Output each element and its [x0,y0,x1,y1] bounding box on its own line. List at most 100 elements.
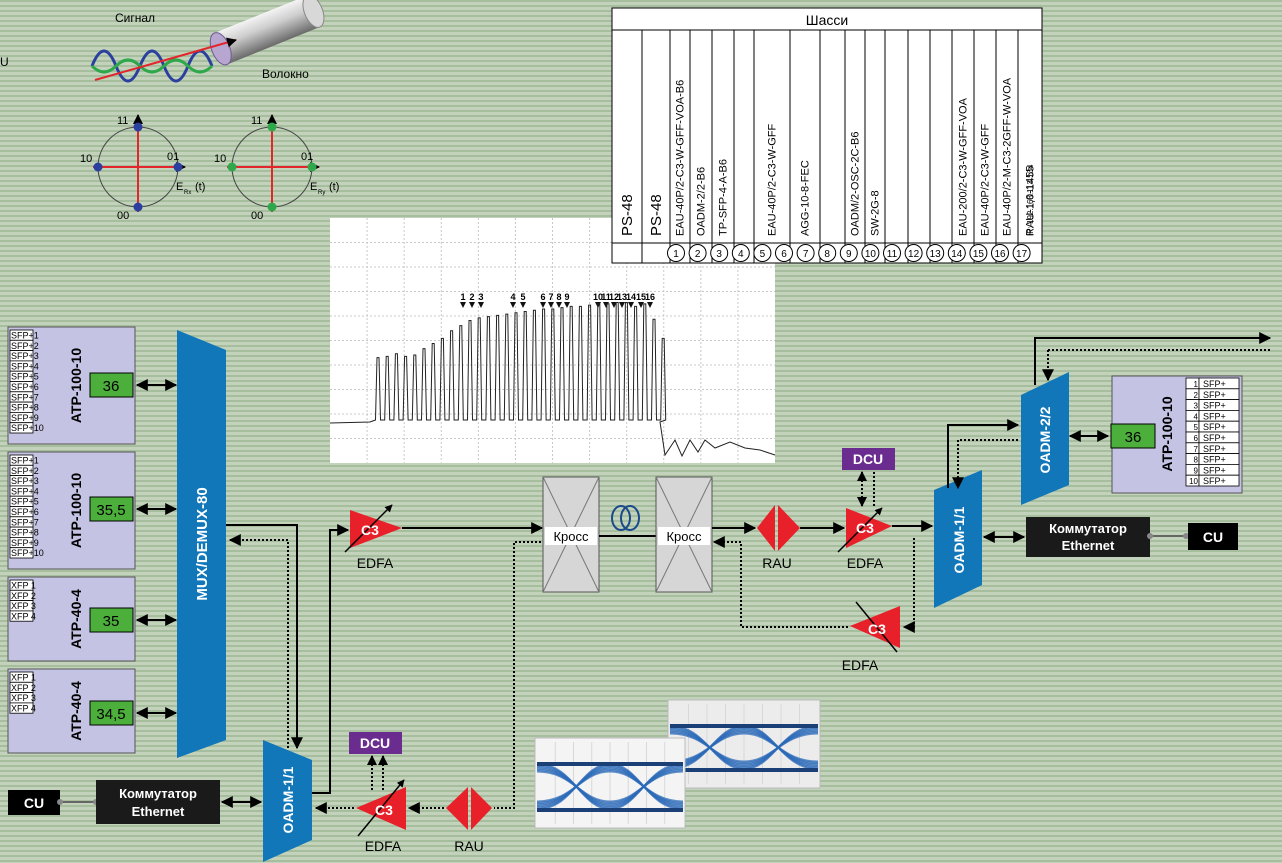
port-label: XFP 3 [11,601,36,611]
state-00-y: 00 [251,210,263,222]
cu-left[interactable]: CU [8,790,60,815]
spectrum-marker-label: 2 [469,292,474,302]
port-label: SFP+3 [11,351,39,361]
port-label: XFP 3 [11,693,36,703]
port-label: SFP+ [1203,433,1226,443]
spectrum-marker-label: 6 [540,292,545,302]
slot-number-label: 8 [824,249,830,260]
port-label: SFP+4 [11,486,39,496]
edfa-lr-label: EDFA [842,657,879,673]
constellation-y: 11 10 01 00 E Ry (t) [214,115,339,222]
card-atp-100-10[interactable]: SFP+1SFP+2SFP+3SFP+4SFP+5SFP+6SFP+7SFP+8… [8,452,135,569]
port-label: SFP+ [1203,390,1226,400]
link-oadm-mux [230,540,288,748]
port-label: SFP+10 [11,548,44,558]
spectrum-marker-label: 7 [548,292,553,302]
slot-number-label: 2 [695,249,701,260]
port-dot [57,799,63,805]
edfa-top-left: C3 EDFA [345,505,402,571]
fiber-cylinder [206,0,328,68]
wave-green [92,60,212,72]
slot-number-label: 13 [930,249,942,260]
state-01: 01 [167,151,179,163]
card-value: 34,5 [96,706,125,723]
oadm-right: OADM-1/1 [934,470,982,608]
switch-left[interactable]: Коммутатор Ethernet [96,780,220,824]
port-label: SFP+9 [11,538,39,548]
chassis-module: TP-SFP-4-A-B6 [718,159,730,236]
spectrum-marker-label: 3 [478,292,483,302]
port-label: SFP+ [1203,455,1226,465]
chassis-module: PS-48 [648,194,665,236]
axis-t-y: (t) [329,181,339,193]
left-card-group: SFP+1SFP+2SFP+3SFP+4SFP+5SFP+6SFP+7SFP+8… [8,327,135,753]
rau-bottom: RAU [446,787,492,854]
port-num: 10 [1189,477,1198,486]
spectrum-marker-label: 5 [520,292,525,302]
spectrum-marker-label: 16 [645,292,655,302]
port-label: SFP+6 [11,382,39,392]
edfa-bottom: C3 EDFA [356,780,406,854]
port-label: SFP+8 [11,403,39,413]
switch-right[interactable]: Коммутатор Ethernet [1026,517,1150,557]
spectrum-marker-label: 9 [564,292,569,302]
mux-label: MUX/DEMUX-80 [194,487,211,600]
slot-number-label: 10 [865,249,877,260]
slot-number-label: 14 [951,249,963,260]
cu-right-label: CU [1203,529,1223,545]
chassis-module: OADM/2-OSC-2C-B6 [850,131,862,236]
chassis-title: Шасси [806,12,848,28]
port-label: SFP+1 [11,456,39,466]
axis-e-y: E [310,181,317,193]
chassis-module: EAU-40P/2-C3-W-GFF-VOA-B6 [675,80,687,236]
port-num: 6 [1194,434,1199,443]
port-label: SFP+5 [11,372,39,382]
port-label: SFP+ [1203,422,1226,432]
switch-right-l1: Коммутатор [1049,521,1127,536]
slot-number-label: 16 [994,249,1006,260]
port-label: SFP+ [1203,411,1226,421]
port-label: SFP+ [1203,379,1226,389]
oadm-22-label: OADM-2/2 [1037,406,1053,473]
port-label: SFP+ [1203,444,1226,454]
port-label: XFP 2 [11,591,36,601]
state-10-y: 10 [214,153,226,165]
slot-number-label: 7 [803,249,809,260]
cu-right[interactable]: CU [1188,523,1238,550]
port-label: SFP+5 [11,497,39,507]
edfa-top-right: C3 EDFA [838,508,892,571]
spectrum-marker-label: 14 [626,292,636,302]
port-label: XFP 1 [11,581,36,591]
port-label: SFP+7 [11,392,39,402]
chassis-module-cu: CU [0,55,9,69]
card-value: 36 [103,378,120,395]
slot-number-label: 5 [760,249,766,260]
link-mux-oadm [226,525,297,748]
oadm-left-label: OADM-1/1 [280,766,296,833]
port-num: 3 [1194,402,1199,411]
port-label: SFP+4 [11,361,39,371]
link-oadm-edfa [312,530,348,793]
cross-left: Кросс [543,477,599,592]
edfa-lr-amp: C3 [868,621,886,637]
spectrum-marker-label: 1 [460,292,465,302]
port-num: 9 [1194,466,1199,475]
cross-left-label: Кросс [553,529,589,544]
rau-bottom-label: RAU [454,838,484,854]
signal-label: Сигнал [115,11,155,25]
port-num: 7 [1194,445,1199,454]
port-label: XFP 1 [11,673,36,683]
cu-left-label: CU [24,795,44,811]
card-atp-100-10[interactable]: SFP+1SFP+2SFP+3SFP+4SFP+5SFP+6SFP+7SFP+8… [8,327,135,444]
link-cross-rau-bottom [494,542,541,808]
link-return-edfa [904,538,914,627]
port-num: 1 [1194,380,1199,389]
mux-demux: MUX/DEMUX-80 [177,330,226,758]
port-label: SFP+6 [11,507,39,517]
port-label: SFP+2 [11,341,39,351]
port-label: SFP+1 [11,331,39,341]
slot-number-label: 17 [1016,249,1028,260]
edfa-label: EDFA [357,555,394,571]
